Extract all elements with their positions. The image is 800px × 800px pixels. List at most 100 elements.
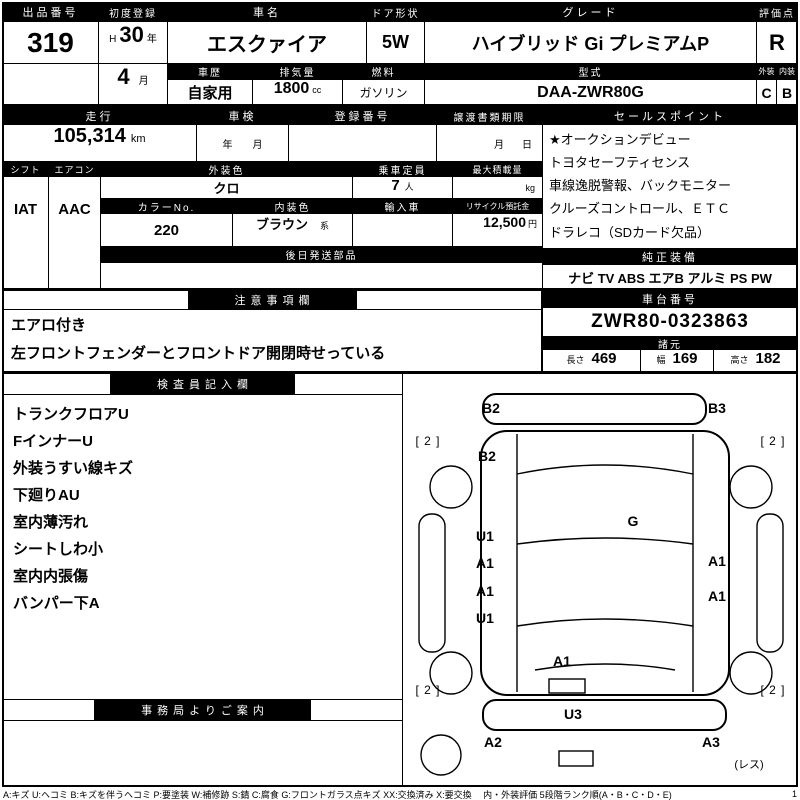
text-line: バンパー下A [13,595,100,612]
hood-line [534,663,676,671]
notes-header: 注意事項欄 [187,291,357,309]
damage-marker: B2 [482,400,500,416]
section-divider [2,371,797,374]
section-divider [2,288,797,291]
car-name: エスクァイア [207,34,327,56]
text-line: 左フロントフェンダーとフロントドア開閉時せっている [11,344,386,362]
width-label: 幅 [656,355,666,365]
front-plate [558,750,594,767]
grade-header: グレード [424,2,757,22]
model-code-header: 型式 [424,63,757,80]
mileage-header: 走行 [2,107,197,125]
door-shape-value: 5W [366,21,425,64]
transfer-day-unit: 日 [522,139,532,151]
capacity-header: 乗車定員 [352,161,453,177]
height-value: 182 [755,350,781,367]
history: 自家用 [187,85,233,102]
era-letter: H [109,34,117,45]
transfer-month-unit: 月 [494,139,504,151]
inspector-header: 検査員記入欄 [110,374,295,394]
right-rocker-panel [756,513,784,653]
reg-year: 30 [119,22,144,47]
exterior-color: クロ [213,181,240,196]
text-line: 下廻りAU [13,487,80,504]
first-registration-year-value: H 30 年 [98,21,168,64]
first-registration-month-value: 4 月 [98,63,168,106]
score: R [769,29,785,55]
height-label: 高さ [730,355,749,365]
office-body [2,720,403,787]
capacity: 7 [391,177,400,194]
length-label: 長さ [566,355,585,365]
text-line: ★オークションデビュー [549,132,691,147]
first-registration-header: 初度登録 [98,2,168,22]
spec-height: 高さ 182 [713,349,798,372]
text-line: トランクフロアU [13,406,129,423]
import-header: 輸入車 [352,198,453,214]
later-shipped-parts-header: 後日発送部品 [100,246,543,263]
spec-width: 幅 169 [640,349,714,372]
damage-marker: A1 [553,653,571,669]
damage-marker: A1 [708,553,726,569]
text-line: ドラレコ（SDカード欠品） [549,224,711,240]
exterior-grade: C [761,84,772,101]
damage-marker: (レス) [734,759,764,771]
rear-bumper-outline [482,393,707,425]
exterior-color-value: クロ [100,176,353,199]
recycle-deposit: 12,500 [483,214,526,230]
aircon: AAC [58,201,91,218]
windshield-line [516,618,694,627]
interior-color: ブラウン [255,217,308,232]
aircon-header: エアコン [48,161,101,177]
auction-number-header: 出品番号 [2,2,99,22]
exterior-color-header: 外装色 [100,161,353,177]
chassis-number: ZWR80-0323863 [591,311,749,332]
wheel-front-left [429,465,473,509]
text-line: トヨタセーフティセンス [549,155,691,171]
auction-number-value: 319 [2,21,99,64]
color-number: 220 [153,221,180,239]
license-plate [548,678,586,694]
office-header: 事務局よりご案内 [94,700,311,720]
color-number-header: カラーNo. [100,198,233,214]
notes-list: エアロ付き左フロントフェンダーとフロントドア開閉時せっている [2,309,542,372]
interior-color-value: ブラウン 系 [232,213,353,247]
mileage: 105,314 [53,125,126,147]
sales-points-header: セールスポイント [542,107,798,125]
damage-marker: [ 2 ] [760,683,786,697]
text-line: 室内薄汚れ [13,514,89,531]
damage-marker: U3 [564,706,582,722]
door-shape: 5W [382,32,409,52]
text-line: 外装うすい線キズ [13,460,134,477]
office-header-row: 事務局よりご案内 [2,699,403,721]
specs-header: 諸元 [542,336,798,350]
max-load-value: kg [452,176,543,199]
model-code-value: DAA-ZWR80G [424,79,757,106]
exterior-grade-header: 外装 [756,63,777,80]
genuine-equipment-value: ナビ TV ABS エアB アルミ PS PW [542,264,798,290]
legend-bar: A:キズ U:ヘコミ B:キズを伴うヘコミ P:要塗装 W:補修跡 S:錆 C:… [3,788,797,800]
shaken-value: 年 月 [196,124,289,162]
notes-header-row: 注意事項欄 [2,290,542,310]
width-value: 169 [672,350,698,367]
color-number-value: 220 [100,213,233,247]
door-shape-header: ドア形状 [366,2,425,22]
left-rocker-panel [418,513,446,653]
auction-number-empty-cell [2,63,99,106]
chassis-number-header: 車台番号 [542,290,798,308]
genuine-equipment: ナビ TV ABS エアB アルミ PS PW [568,270,772,286]
capacity-unit: 人 [404,182,414,192]
spare-tire [420,734,462,776]
recycle-deposit-value: 12,500 円 [452,213,543,247]
text-line: 車線逸脱警報、バックモニター [549,178,732,194]
damage-marker: A1 [476,583,494,599]
recycle-unit: 円 [527,219,537,229]
transfer-deadline-value: 月 日 [436,124,543,162]
sales-points-list: ★オークションデビュートヨタセーフティセンス車線逸脱警報、バックモニタークルーズ… [542,124,798,249]
year-unit: 年 [146,34,157,45]
shift-header: シフト [2,161,49,177]
damage-marker: U1 [476,528,494,544]
damage-marker: B3 [708,400,726,416]
